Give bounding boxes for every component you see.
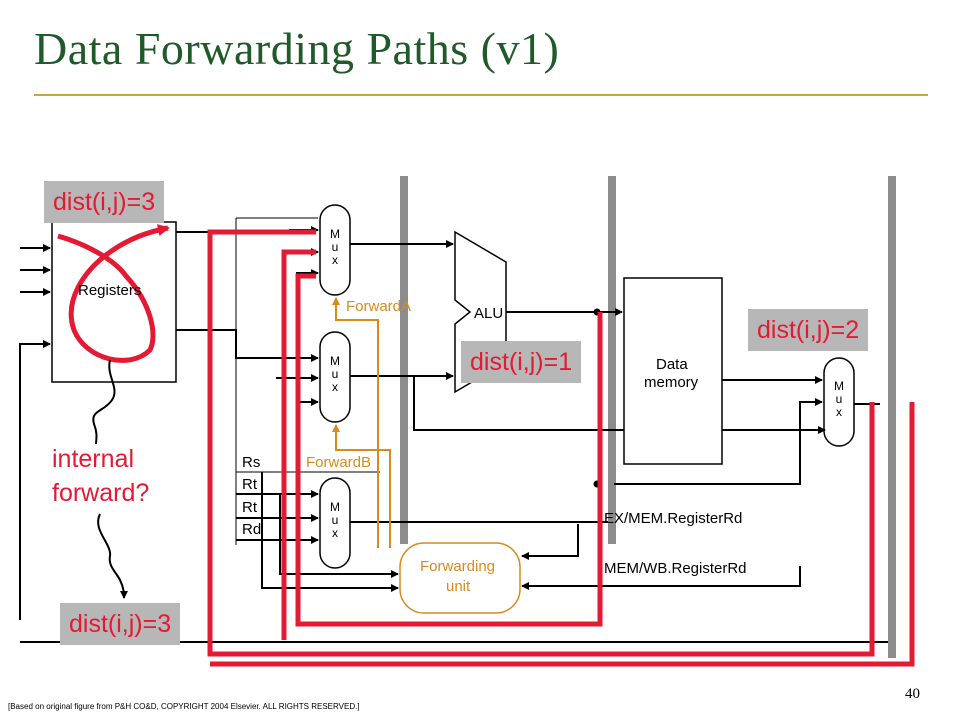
forward-b-label: ForwardB <box>306 454 372 471</box>
copyright-credit: [Based on original figure from P&H CO&D,… <box>8 702 360 711</box>
internal-forward-line-1: internal <box>52 445 134 473</box>
mux-writeback <box>823 357 855 447</box>
dist-tag-alu: dist(i,j)=1 <box>461 341 582 383</box>
pipeline-register-id-ex <box>400 176 408 544</box>
squiggle-bottom <box>97 513 128 599</box>
forward-a-control <box>332 297 379 548</box>
forward-a-label: ForwardA <box>346 298 412 315</box>
title-divider <box>34 94 928 96</box>
path-wb-long-forward <box>210 402 915 667</box>
dist-tag-mem: dist(i,j)=2 <box>748 309 869 351</box>
forward-b-control <box>332 424 391 548</box>
internal-forward-line-2: forward? <box>52 479 150 507</box>
memory-bypass <box>614 398 823 485</box>
mux-b-through <box>413 376 826 434</box>
ex-mem-rd-label: EX/MEM.RegisterRd <box>604 510 743 527</box>
ex-mem-rd-to-fwd <box>521 524 579 560</box>
mem-wb-rd-to-fwd <box>521 566 801 590</box>
forwarding-unit-label-2: unit <box>446 578 471 595</box>
data-memory-label-2: memory <box>644 374 699 391</box>
rt-label-1: Rt <box>242 476 257 493</box>
page-number: 40 <box>905 686 920 702</box>
rd-label: Rd <box>242 521 262 538</box>
path-mem-wb-forward <box>207 229 875 657</box>
internal-forward-loop <box>57 224 170 363</box>
data-memory-block <box>623 277 723 465</box>
rt-label-2: Rt <box>242 499 257 516</box>
data-memory-label-1: Data <box>656 356 688 373</box>
forwarding-unit-label-1: Forwarding <box>420 558 496 575</box>
rt-to-fwd <box>279 494 399 578</box>
forwarding-unit <box>399 542 521 614</box>
alu-label: ALU <box>474 305 504 322</box>
pipeline-register-ex-mem <box>608 176 616 544</box>
dist-tag-top-left: dist(i,j)=3 <box>44 181 165 223</box>
register-writeback-input <box>19 340 51 620</box>
dist-tag-bottom-left: dist(i,j)=3 <box>60 603 181 645</box>
pipeline-register-mem-wb <box>888 176 896 658</box>
rs-to-fwd <box>261 472 399 592</box>
squiggle-top <box>92 359 116 445</box>
path-wb-to-mux <box>281 249 316 640</box>
page-title: Data Forwarding Paths (v1) <box>34 23 560 74</box>
registers-label: Registers <box>78 282 142 299</box>
rs-label: Rs <box>242 454 261 471</box>
mux-a <box>319 204 351 296</box>
internal-forward-note: internal forward? <box>52 442 149 510</box>
path-ex-mem-forward <box>295 273 603 627</box>
mem-wb-rd-label: MEM/WB.RegisterRd <box>604 560 747 577</box>
